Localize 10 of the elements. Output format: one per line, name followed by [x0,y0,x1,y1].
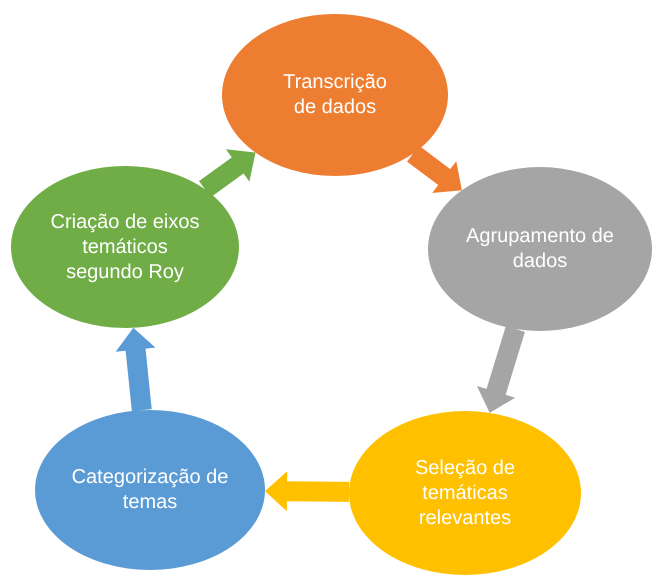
node-label: Seleção de temáticas relevantes [414,456,516,530]
block-arrow [199,149,256,198]
block-arrow [265,471,350,512]
block-arrow [407,146,462,194]
node-label: Criação de eixos temáticos segundo Roy [50,210,200,284]
block-arrow [116,328,156,412]
block-arrow [476,326,525,413]
node-label: Agrupamento de dados [465,224,615,274]
node-label: Transcrição de dados [282,70,388,120]
node-label: Categorização de temas [70,465,230,515]
